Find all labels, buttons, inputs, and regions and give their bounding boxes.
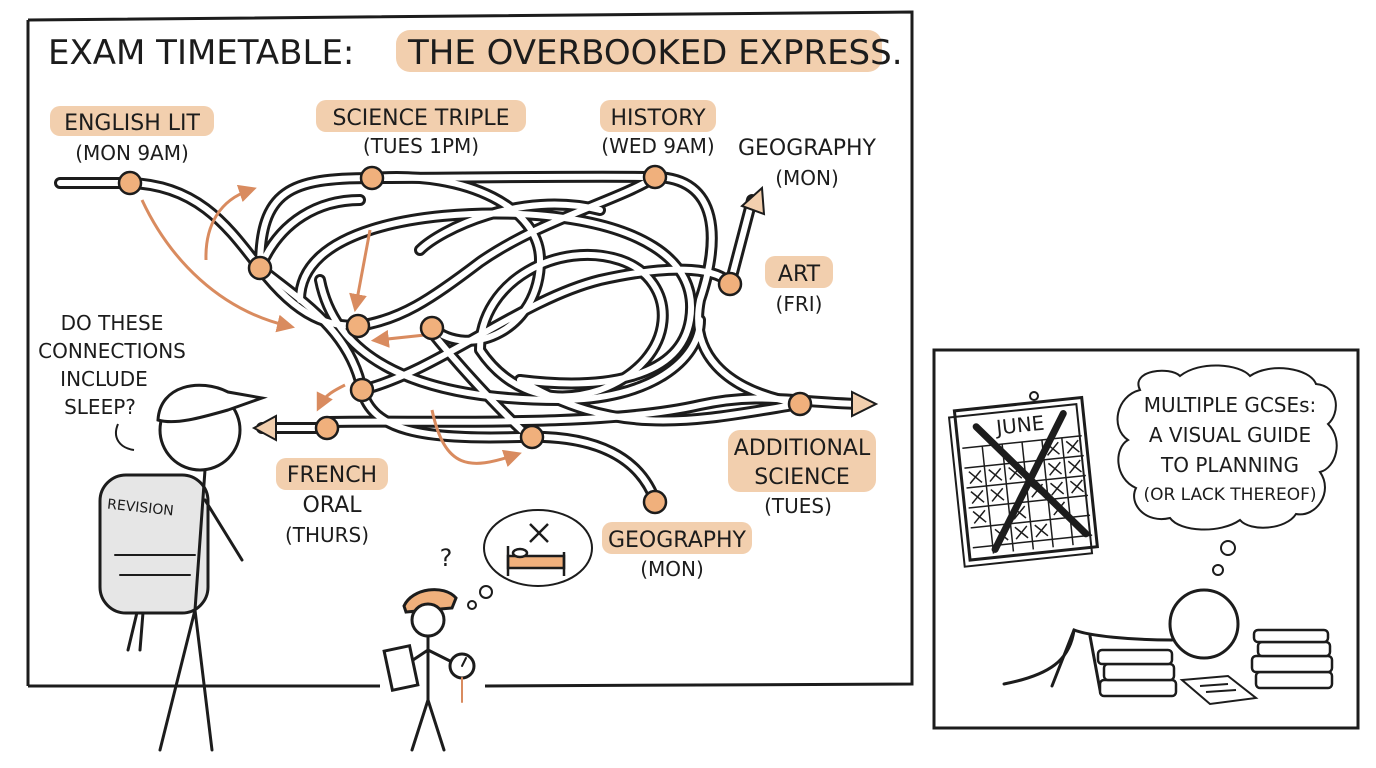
station-geography-top: GEOGRAPHY (MON) [738,136,877,190]
station-time: (MON) [775,166,839,190]
title-prefix: EXAM TIMETABLE: [48,33,354,73]
thought-text: MULTIPLE GCSEs: A VISUAL GUIDE TO PLANNI… [1143,393,1316,505]
station-time: (WED 9AM) [601,134,714,158]
paper-sheet [1179,674,1259,706]
speech-line-4: SLEEP? [64,395,136,419]
title-highlight: THE OVERBOOKED EXPRESS. [407,33,903,73]
clipboard [382,643,420,693]
station-art: ART (FRI) [765,256,833,316]
station-geography-bottom: GEOGRAPHY (MON) [602,522,752,581]
calendar-pin [1029,391,1039,401]
station-time: (MON 9AM) [75,141,189,165]
book-stack-right [1250,628,1334,690]
title: EXAM TIMETABLE: THE OVERBOOKED EXPRESS. [48,30,903,73]
speech-tail [115,423,135,451]
calendar-big-cross [972,410,1090,553]
calendar: JUNE [947,391,1100,568]
student-speech: DO THESE CONNECTIONS INCLUDE SLEEP? [38,311,186,419]
student-figure: REVISION [98,383,268,752]
station-dot-art [717,271,743,297]
station-name-line1: ADDITIONAL [734,436,871,461]
station-dots [117,164,813,515]
station-dot-french-oral [314,415,340,441]
track-arrow-left [251,414,277,442]
station-name: GEOGRAPHY [608,528,747,553]
conductor-question-mark: ? [440,544,453,572]
station-name: ENGLISH LIT [64,111,200,136]
station-dot-center-a [345,313,371,339]
speech-line-2: CONNECTIONS [38,339,186,363]
backpack-label: REVISION [106,497,174,520]
station-history: HISTORY (WED 9AM) [600,100,716,158]
crossed-out-bed-icon [506,523,566,576]
station-name-line2: SCIENCE [754,465,849,490]
station-time: (MON) [640,557,704,581]
title-highlight-bg [396,30,882,72]
station-dot-center-b [419,315,445,341]
thought-line-2: A VISUAL GUIDE [1149,423,1311,447]
station-name-line2: ORAL [302,493,362,518]
track-arrow-right [851,390,879,418]
slumped-head [1168,588,1240,660]
station-time: (FRI) [776,292,823,316]
book-stack-left [1096,648,1178,698]
calendar-month: JUNE [993,411,1045,440]
station-name-line1: FRENCH [287,463,377,488]
station-time: (THURS) [285,523,369,547]
station-additional-science: ADDITIONAL SCIENCE (TUES) [728,430,876,518]
station-french-oral: FRENCH ORAL (THURS) [276,458,388,547]
station-name: GEOGRAPHY [738,136,877,161]
thought-line-1: MULTIPLE GCSEs: [1144,393,1317,417]
station-labels: ENGLISH LIT (MON 9AM) SCIENCE TRIPLE (TU… [50,100,877,581]
station-dot-science-triple [359,165,385,191]
station-name: ART [778,262,821,287]
track-arrow-up [740,185,766,216]
station-dot-geography-bottom [642,489,668,515]
thought-line-3: TO PLANNING [1160,453,1299,477]
station-dot-junction [247,255,273,281]
station-dot-english-lit [117,170,143,196]
left-panel: EXAM TIMETABLE: THE OVERBOOKED EXPRESS. [26,10,914,752]
slumped-figure [1002,588,1240,692]
right-panel: JUNE [932,348,1360,730]
station-english-lit: ENGLISH LIT (MON 9AM) [50,106,214,165]
station-dot-history [642,164,668,190]
station-time: (TUES) [764,494,832,518]
thought-bubble [1116,364,1338,576]
station-dot-additional-science [787,391,813,417]
station-name: HISTORY [610,106,706,131]
transfer-arrows [140,184,522,467]
thought-line-4: (OR LACK THEREOF) [1143,485,1316,505]
speech-line-3: INCLUDE [60,367,148,391]
backpack [98,473,210,615]
cap [156,383,268,424]
speech-line-1: DO THESE [61,311,164,335]
station-name: SCIENCE TRIPLE [332,106,509,131]
station-dot-center-c [349,377,375,403]
left-panel-border [27,10,914,688]
conductor-figure [382,588,476,752]
station-time: (TUES 1PM) [363,134,479,158]
station-dot-mid [519,424,545,450]
conductor-head [410,602,446,638]
station-science-triple: SCIENCE TRIPLE (TUES 1PM) [316,100,526,158]
